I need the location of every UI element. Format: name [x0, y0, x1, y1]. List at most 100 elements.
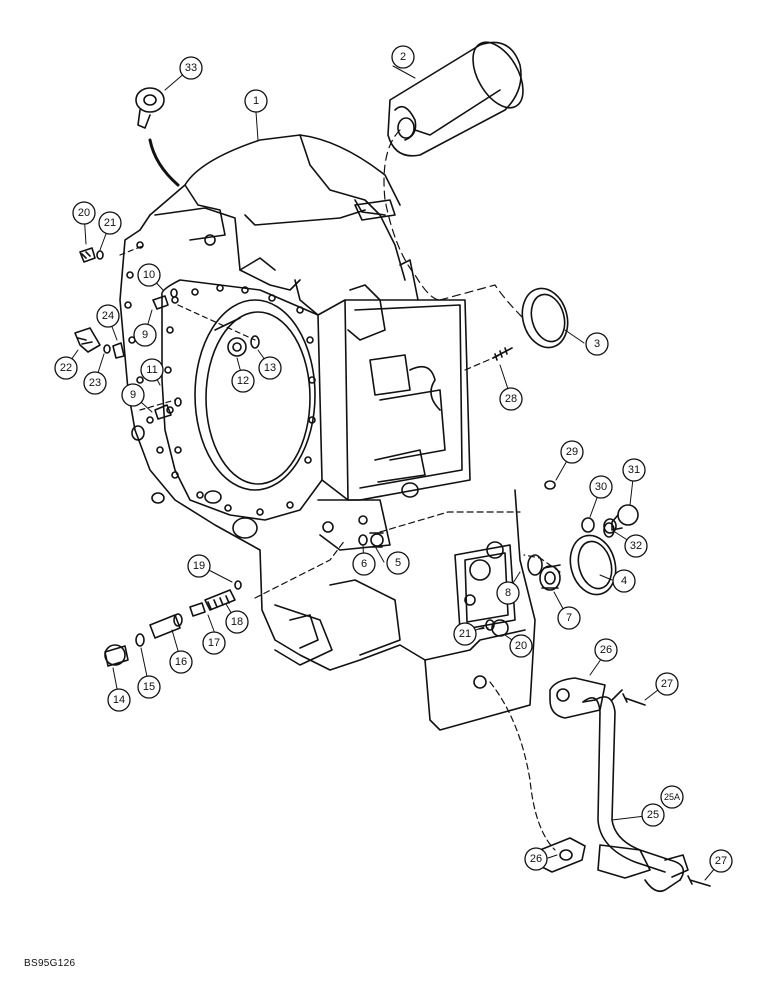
callout-label: 14	[113, 694, 125, 706]
callout-label: 9	[142, 329, 148, 341]
callout-label: 19	[193, 560, 205, 572]
lifting-eye-part	[135, 87, 165, 129]
callout-20-right: 20	[509, 634, 533, 658]
callout-label: 17	[208, 637, 220, 649]
callout-label: 7	[566, 612, 572, 624]
callout-label: 31	[628, 464, 640, 476]
relief-valve-parts	[104, 580, 242, 667]
callout-label: 1	[253, 95, 259, 107]
callout-8: 8	[496, 581, 520, 605]
callout-label: 3	[594, 338, 600, 350]
callout-25a: 25A	[660, 785, 684, 809]
callout-33: 33	[179, 56, 203, 80]
figure-code: BS95G126	[24, 958, 76, 969]
plug-29	[544, 480, 556, 490]
oring-21-left	[96, 250, 104, 260]
callout-10: 10	[137, 263, 161, 287]
fitting-24	[112, 342, 125, 359]
callout-20-left: 20	[72, 201, 96, 225]
callout-31: 31	[622, 458, 646, 482]
callout-label: 32	[630, 540, 642, 552]
flange-26-upper	[549, 677, 606, 719]
callout-label: 10	[143, 269, 155, 281]
callout-26-lower: 26	[524, 847, 548, 871]
callout-label: 21	[104, 217, 116, 229]
callout-label: 29	[566, 446, 578, 458]
callout-18: 18	[225, 610, 249, 634]
fitting-31	[603, 504, 639, 534]
callout-28: 28	[499, 387, 523, 411]
callout-label: 2	[400, 51, 406, 63]
callout-9-lower: 9	[121, 383, 145, 407]
plug-20-left	[79, 247, 96, 263]
callout-24: 24	[96, 304, 120, 328]
callout-1: 1	[244, 89, 268, 113]
callout-12: 12	[231, 369, 255, 393]
callout-label: 18	[231, 616, 243, 628]
plug-30	[581, 517, 595, 533]
callout-2: 2	[391, 45, 415, 69]
plug-20-right	[485, 619, 509, 637]
callout-17: 17	[202, 631, 226, 655]
bolt-27-upper	[622, 693, 646, 706]
oring-23	[103, 344, 111, 354]
callout-16: 16	[169, 650, 193, 674]
seal-ring-4	[569, 534, 617, 596]
callout-27-lower: 27	[709, 849, 733, 873]
washer-6	[358, 534, 368, 546]
tube-assembly	[582, 689, 689, 893]
bolt-10	[152, 288, 178, 310]
callout-label: 26	[600, 644, 612, 656]
callout-5: 5	[386, 551, 410, 575]
callout-11: 11	[140, 358, 164, 382]
fitting-22	[74, 327, 101, 353]
stud-28	[492, 347, 513, 361]
callout-30: 30	[589, 475, 613, 499]
callout-label: 27	[715, 855, 727, 867]
callout-label: 33	[185, 62, 197, 74]
callout-7: 7	[557, 606, 581, 630]
oring-8	[527, 554, 543, 576]
callout-23: 23	[83, 371, 107, 395]
callout-label: 11	[146, 364, 157, 376]
callout-26-upper: 26	[594, 638, 618, 662]
oring-32	[603, 522, 615, 538]
oil-filter	[387, 41, 524, 157]
callout-label: 20	[78, 207, 90, 219]
transmission-housing	[119, 134, 536, 731]
callout-27-upper: 27	[655, 672, 679, 696]
callout-21-right: 21	[453, 622, 477, 646]
callout-label: 24	[102, 310, 114, 322]
callout-label: 20	[515, 640, 527, 652]
seal-ring-3	[521, 287, 569, 349]
callout-label: 12	[237, 375, 249, 387]
callout-32: 32	[624, 534, 648, 558]
plug-12	[227, 337, 247, 357]
callout-label: 16	[175, 656, 187, 668]
callout-label: 22	[60, 362, 72, 374]
callout-22: 22	[54, 356, 78, 380]
callout-19: 19	[187, 554, 211, 578]
callout-label: 8	[505, 587, 511, 599]
callout-label: 6	[361, 558, 367, 570]
callout-label: 28	[505, 393, 517, 405]
bolt-5	[369, 532, 384, 548]
callout-label: 15	[143, 681, 155, 693]
callout-label: 27	[661, 678, 673, 690]
callout-label: 13	[264, 362, 276, 374]
callout-label: 4	[621, 575, 627, 587]
callout-9-upper: 9	[133, 323, 157, 347]
callout-label: 30	[595, 481, 607, 493]
callout-label: 25	[647, 809, 659, 821]
callout-label: 26	[530, 853, 542, 865]
callout-label: 21	[459, 628, 471, 640]
callout-29: 29	[560, 440, 584, 464]
callout-label: 5	[395, 557, 401, 569]
callout-3: 3	[585, 332, 609, 356]
bolt-27-lower	[687, 875, 711, 887]
callout-14: 14	[107, 688, 131, 712]
oring-13	[250, 335, 260, 349]
callout-label: 9	[130, 389, 136, 401]
callout-label: 25A	[664, 792, 680, 802]
